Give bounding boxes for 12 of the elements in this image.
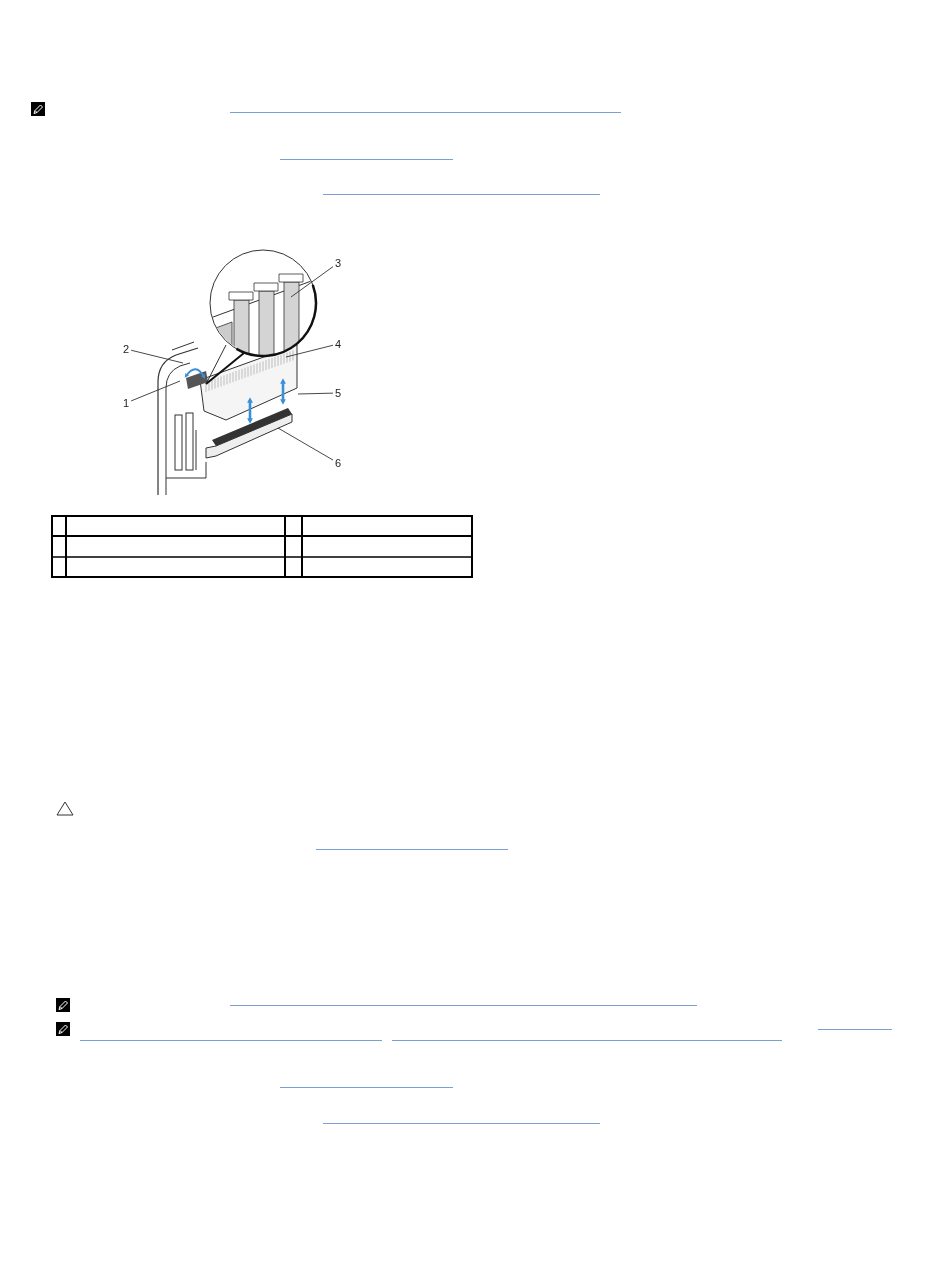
callout-number: 1 xyxy=(122,397,131,409)
leader-line xyxy=(290,266,334,298)
leader-line xyxy=(277,427,334,461)
callout-number: 5 xyxy=(334,387,343,399)
leader-line xyxy=(285,344,334,358)
callout-number: 6 xyxy=(334,457,343,469)
leader-line xyxy=(130,349,184,364)
callout-number: 4 xyxy=(334,338,343,350)
callout-number: 3 xyxy=(334,257,343,269)
leader-line xyxy=(130,380,181,402)
callout-number: 2 xyxy=(122,343,131,355)
leader-line xyxy=(297,392,334,395)
